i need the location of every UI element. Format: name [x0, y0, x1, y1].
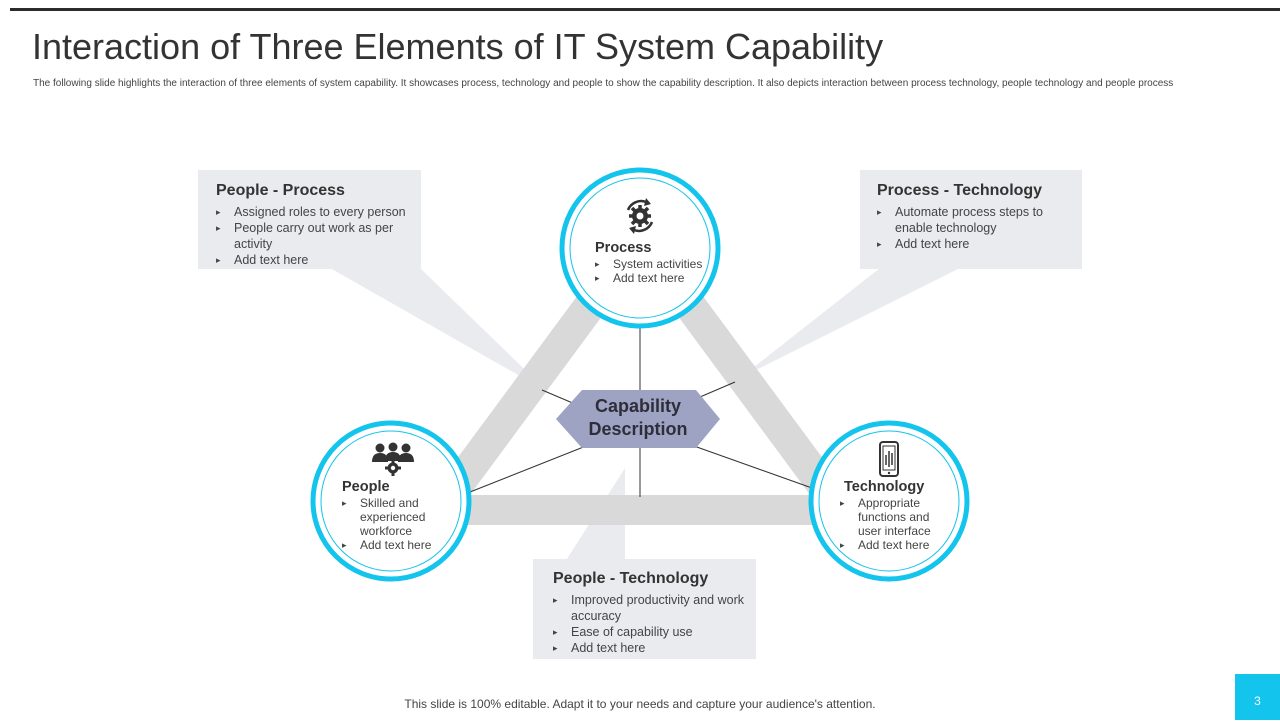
- triangle-band-left: [437, 282, 613, 505]
- list-item: Appropriate functions and user interface: [840, 496, 940, 538]
- callout-list: Automate process steps to enable technol…: [877, 204, 1074, 252]
- callout-pointer-people-process: [330, 268, 548, 392]
- gear-cycle-icon: [626, 198, 654, 234]
- capability-description-label: Capability Description: [556, 395, 720, 441]
- page-number-badge: 3: [1235, 674, 1280, 720]
- smartphone-icon: [879, 441, 899, 477]
- people-node-text: People Skilled and experienced workforce…: [342, 479, 442, 552]
- capability-hexagon: [556, 390, 720, 448]
- team-gear-icon: [372, 442, 414, 476]
- slide-footer: This slide is 100% editable. Adapt it to…: [404, 697, 876, 711]
- list-item: Improved productivity and work accuracy: [553, 592, 748, 624]
- callout-title: People - Process: [216, 182, 345, 199]
- callout-list: Improved productivity and work accuracy …: [553, 592, 748, 656]
- technology-node-text: Technology Appropriate functions and use…: [840, 479, 940, 552]
- slide-subtitle: The following slide highlights the inter…: [33, 78, 1174, 89]
- technology-list: Appropriate functions and user interface…: [840, 496, 940, 552]
- center-label-line1: Capability: [594, 396, 682, 416]
- list-item: Automate process steps to enable technol…: [877, 204, 1074, 236]
- connector-technology: [693, 445, 813, 489]
- callout-list: Assigned roles to every person People ca…: [216, 204, 413, 268]
- list-item: Add text here: [840, 538, 940, 552]
- list-item: Add text here: [342, 538, 442, 552]
- list-item: People carry out work as per activity: [216, 220, 413, 252]
- list-item: Add text here: [553, 640, 748, 656]
- process-list: System activities Add text here: [595, 257, 710, 285]
- list-item: Add text here: [595, 271, 710, 285]
- connector-people-process: [541, 389, 576, 405]
- people-title: People: [342, 479, 390, 495]
- list-item: Add text here: [216, 252, 413, 268]
- callout-title: Process - Technology: [877, 182, 1043, 199]
- callout-process-technology: Process - Technology Automate process st…: [860, 170, 1082, 269]
- process-circle: [559, 167, 721, 329]
- slide-title: Interaction of Three Elements of IT Syst…: [32, 26, 884, 67]
- top-border-line: [10, 8, 1280, 11]
- process-node-text: Process System activities Add text here: [595, 240, 710, 285]
- list-item: Ease of capability use: [553, 624, 748, 640]
- process-title: Process: [595, 240, 652, 256]
- technology-title: Technology: [844, 479, 925, 495]
- callout-people-technology: People - Technology Improved productivit…: [533, 559, 756, 659]
- triangle-band-bottom: [455, 495, 825, 525]
- callout-title: People - Technology: [553, 570, 709, 587]
- list-item: Assigned roles to every person: [216, 204, 413, 220]
- connector-people: [469, 445, 587, 493]
- list-item: Add text here: [877, 236, 1074, 252]
- callout-pointer-process-technology: [740, 268, 960, 378]
- connector-process-technology: [699, 381, 736, 398]
- list-item: Skilled and experienced workforce: [342, 496, 442, 538]
- list-item: System activities: [595, 257, 710, 271]
- callout-people-process: People - Process Assigned roles to every…: [198, 170, 421, 269]
- center-label-line2: Description: [588, 419, 688, 439]
- triangle-band-right: [667, 282, 843, 505]
- people-list: Skilled and experienced workforce Add te…: [342, 496, 442, 552]
